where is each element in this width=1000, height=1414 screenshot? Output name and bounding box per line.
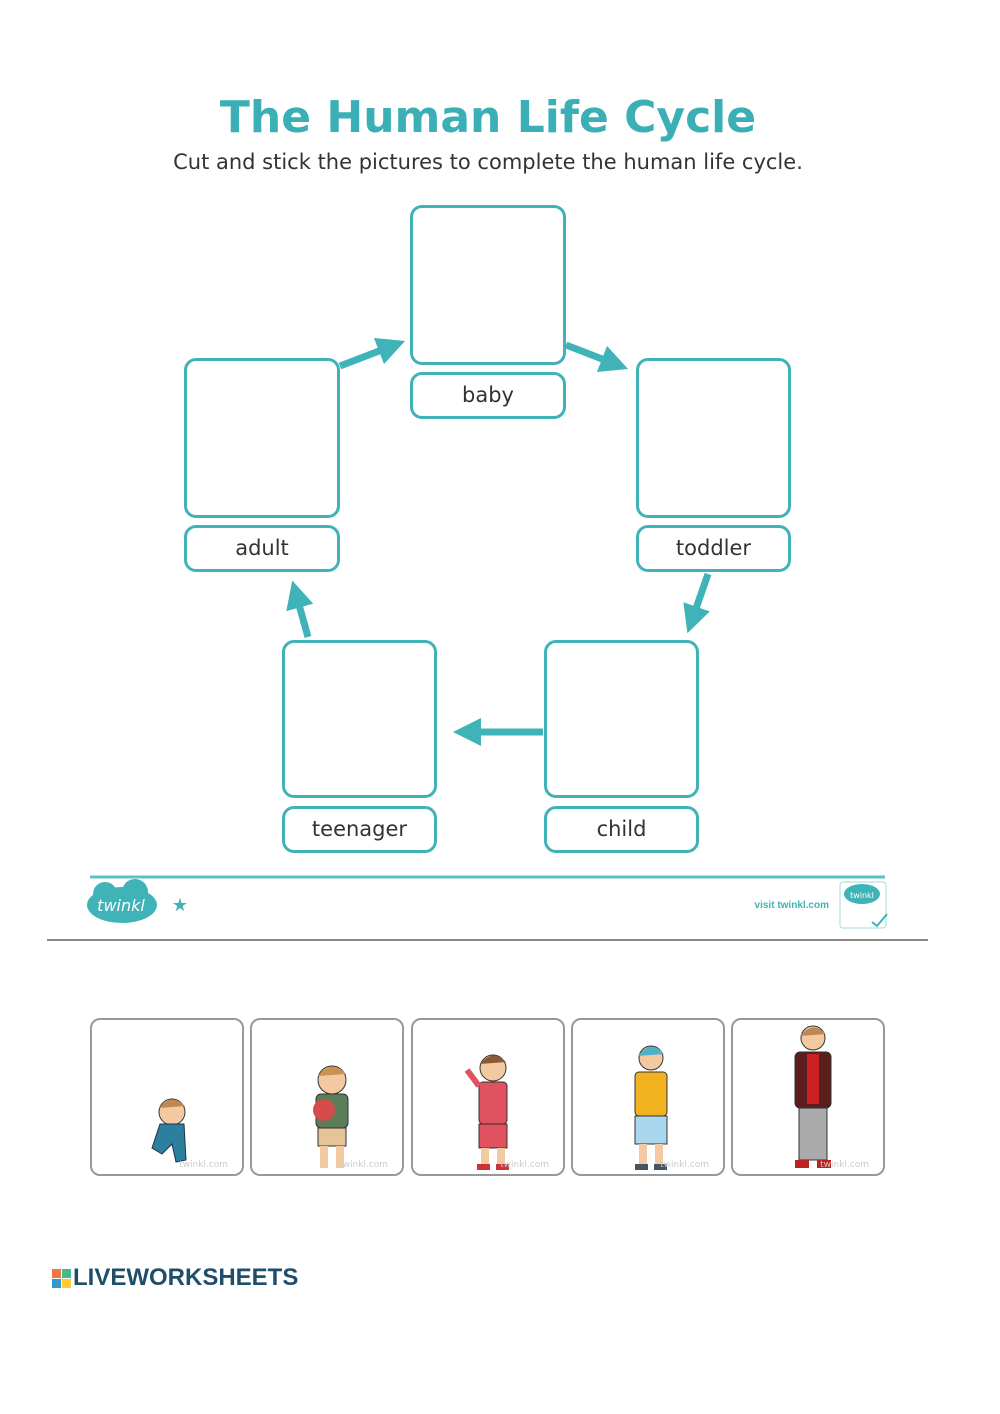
drop-box-toddler[interactable]: [636, 358, 791, 518]
badge-text: twinkl: [850, 891, 874, 900]
picture-card-toddler[interactable]: twinkl.com: [250, 1018, 404, 1176]
label-teenager: teenager: [282, 806, 437, 853]
visit-link[interactable]: visit twinkl.com: [755, 900, 830, 911]
arrow-toddler-to-child: [683, 572, 712, 634]
drop-box-baby[interactable]: [410, 205, 566, 365]
card-watermark: twinkl.com: [179, 1160, 228, 1170]
label-baby: baby: [410, 372, 566, 419]
picture-card-baby[interactable]: twinkl.com: [90, 1018, 244, 1176]
cycle-arrows: twinkl ★ visit twinkl.com twinkl: [47, 337, 928, 941]
liveworksheets-logo: LIVEWORKSHEETS: [52, 1264, 298, 1292]
picture-card-adult[interactable]: twinkl.com: [731, 1018, 885, 1176]
label-adult: adult: [184, 525, 340, 572]
page-title: The Human Life Cycle: [219, 92, 757, 143]
card-watermark: twinkl.com: [660, 1160, 709, 1170]
star-icon: ★: [172, 895, 188, 916]
drop-box-adult[interactable]: [184, 358, 340, 518]
card-watermark: twinkl.com: [500, 1160, 549, 1170]
adult-figure: [794, 1025, 832, 1168]
card-watermark: twinkl.com: [820, 1160, 869, 1170]
picture-card-teenager[interactable]: twinkl.com: [571, 1018, 725, 1176]
card-watermark: twinkl.com: [339, 1160, 388, 1170]
twinkl-logo: [87, 879, 157, 923]
instructions: Cut and stick the pictures to complete t…: [173, 150, 803, 174]
check-icon: [871, 913, 888, 928]
twinkl-logo-text: twinkl: [97, 896, 145, 915]
arrow-baby-to-toddler: [564, 341, 629, 372]
toddler-figure: [313, 1065, 349, 1168]
arrow-adult-to-baby: [338, 337, 406, 370]
label-toddler: toddler: [636, 525, 791, 572]
child-figure: [464, 1054, 509, 1170]
drop-box-child[interactable]: [544, 640, 699, 798]
teenager-figure: [634, 1045, 668, 1170]
baby-figure: [151, 1098, 187, 1163]
arrow-teenager-to-adult: [286, 580, 314, 638]
logo-icon: [52, 1268, 71, 1288]
brand-text: LIVEWORKSHEETS: [73, 1264, 299, 1291]
drop-box-teenager[interactable]: [282, 640, 437, 798]
picture-card-child[interactable]: twinkl.com: [411, 1018, 565, 1176]
label-child: child: [544, 806, 699, 853]
